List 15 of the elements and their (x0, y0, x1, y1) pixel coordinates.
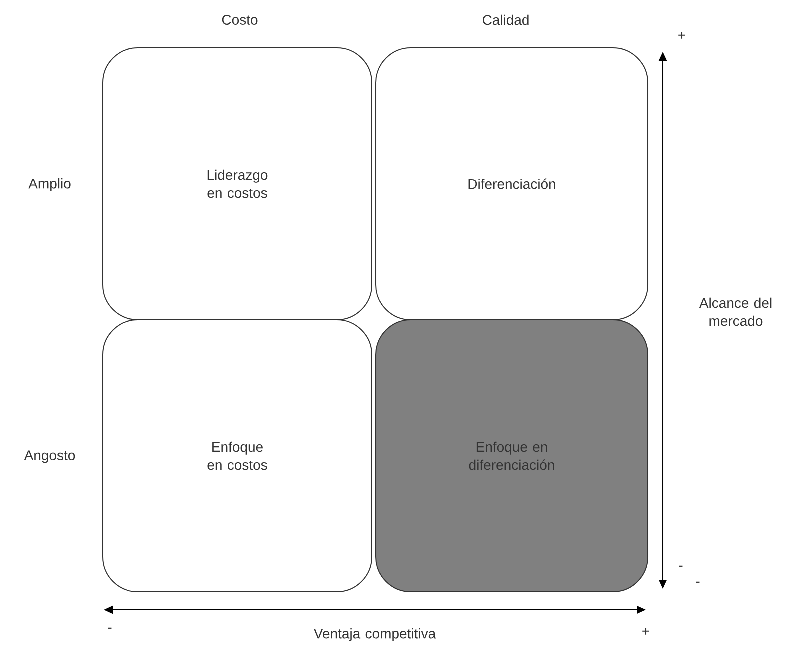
sign-label: + (642, 628, 650, 635)
sign-label: + (678, 32, 686, 39)
quadrant-box: Enfoque en diferenciación (376, 320, 648, 592)
row-label: Amplio (28, 178, 71, 192)
sign-label: - (696, 582, 700, 583)
axis-title: Ventaja competitiva (314, 628, 436, 642)
sign-label: - (679, 566, 683, 567)
axis-title: Alcance del mercado (699, 298, 772, 326)
quadrant-box: Diferenciación (376, 48, 648, 320)
axis-heading: Costo (222, 15, 258, 25)
axis-heading: Calidad (482, 14, 529, 26)
quadrant-box: Liderazgo en costos (102, 48, 372, 320)
row-label: Angosto (24, 450, 76, 464)
quadrant-box: Enfoque en costos (102, 320, 372, 592)
sign-label: - (108, 628, 112, 629)
